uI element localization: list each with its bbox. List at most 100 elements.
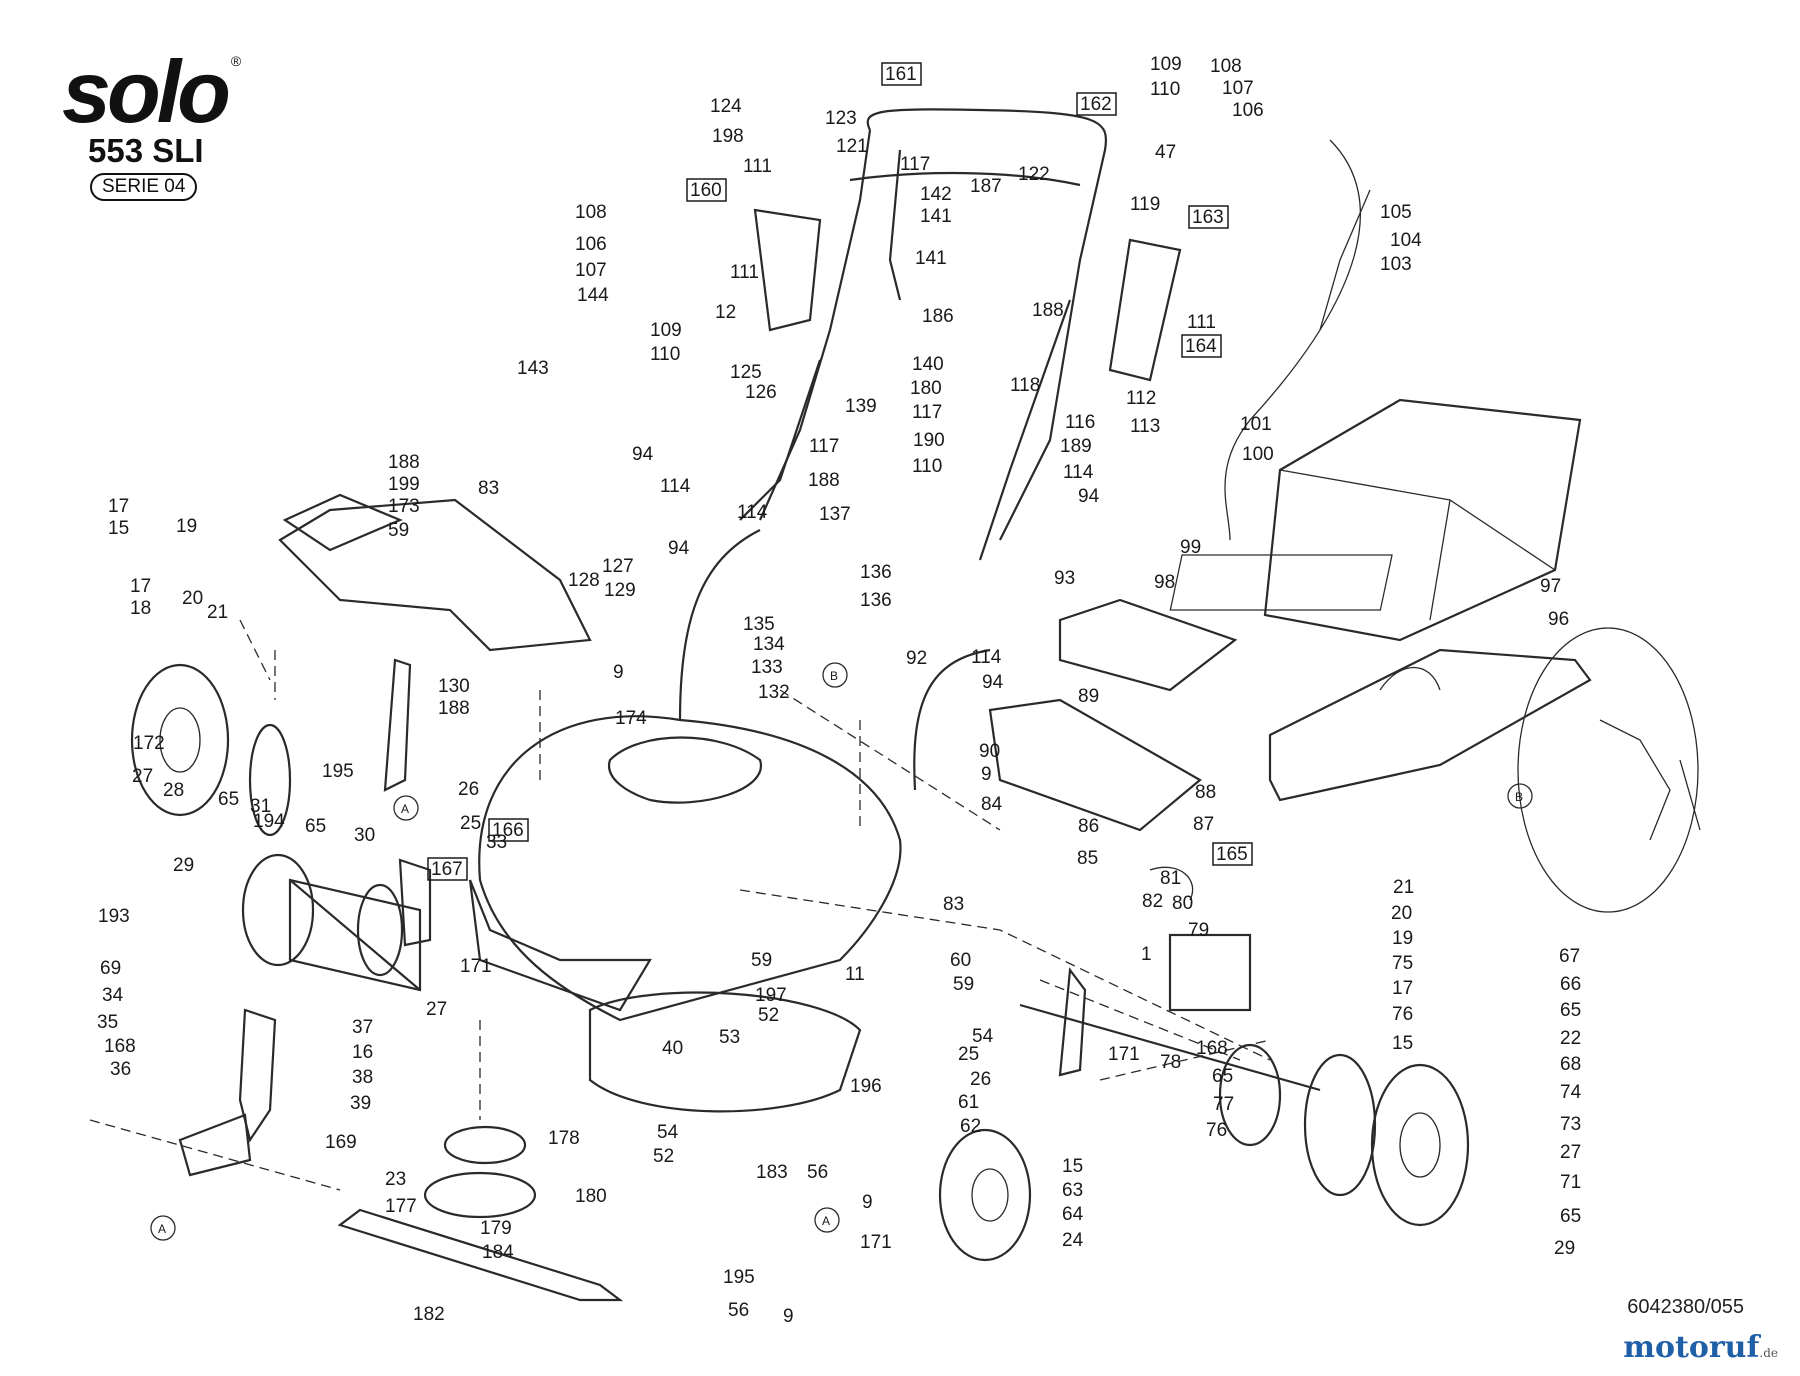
part-callout-label: 17 (130, 576, 151, 597)
height-lever-right (1058, 967, 1087, 1077)
assembly-line-2 (89, 1020, 481, 1191)
part-callout-label: 84 (981, 794, 1003, 815)
part-callout-label: 65 (218, 789, 239, 810)
detail-marker-circle (822, 662, 848, 688)
left-bracket (753, 208, 822, 332)
part-callout-label: 114 (660, 476, 691, 497)
part-callout-label: 180 (910, 378, 942, 399)
part-callout-label: 164 (1185, 336, 1217, 357)
part-callout-label: 38 (352, 1067, 373, 1088)
part-callout-label: 113 (1130, 416, 1160, 437)
part-callout-label: 106 (575, 234, 607, 255)
part-callout-label: 107 (1222, 78, 1254, 99)
callout-box (1212, 842, 1253, 866)
part-callout-label: 17 (1392, 978, 1413, 999)
part-callout-label: 56 (728, 1300, 749, 1321)
part-callout-label: 69 (100, 958, 121, 979)
part-callout-label: 83 (478, 478, 499, 499)
part-callout-label: 144 (577, 285, 609, 306)
part-callout-label: 73 (1560, 1114, 1581, 1135)
part-callout-label: 136 (860, 590, 892, 611)
part-callout-label: 129 (604, 580, 636, 601)
detail-marker-circle (814, 1207, 840, 1233)
part-callout-label: 97 (1540, 576, 1561, 597)
part-callout-label: 117 (900, 154, 930, 175)
part-callout-label: 122 (1018, 164, 1050, 185)
part-callout-label: 86 (1078, 816, 1099, 837)
part-callout-label: 30 (354, 825, 375, 846)
part-callout-label: 20 (182, 588, 203, 609)
part-callout-label: 125 (730, 362, 762, 383)
lever-rear (383, 658, 412, 792)
part-callout-label: 36 (110, 1059, 131, 1080)
deck-opening (607, 736, 763, 804)
part-callout-label: 109 (1150, 54, 1182, 75)
part-callout-label: 52 (653, 1146, 674, 1167)
part-callout-label: 21 (207, 602, 228, 623)
part-callout-label: 114 (971, 647, 1002, 668)
part-callout-label: 141 (920, 206, 952, 227)
part-callout-label: 66 (1560, 974, 1581, 995)
part-callout-label: 111 (730, 262, 759, 283)
part-callout-label: 195 (322, 761, 354, 782)
lower-handle-mid-r (913, 648, 991, 791)
axle-bracket (178, 1113, 252, 1177)
part-callout-label: 82 (1142, 891, 1163, 912)
lower-handle-right (978, 299, 1072, 561)
deck-front (468, 879, 652, 1012)
series-badge: SERIE 04 (90, 173, 198, 201)
part-callout-label: 188 (808, 470, 840, 491)
part-callout-label: 25 (958, 1044, 979, 1065)
part-callout-label: 18 (130, 598, 151, 619)
assembly-line-4 (739, 889, 1271, 1061)
part-callout-label: 35 (97, 1012, 118, 1033)
part-callout-label: 165 (1216, 844, 1248, 865)
part-callout-label: 189 (1060, 436, 1092, 457)
part-callout-label: 64 (1062, 1204, 1084, 1225)
part-callout-label: 33 (486, 832, 507, 853)
part-callout-label: 134 (753, 634, 785, 655)
part-callout-label: 12 (715, 302, 736, 323)
part-callout-label: 23 (385, 1169, 406, 1190)
part-callout-label: 15 (1392, 1033, 1413, 1054)
rear-axle (289, 879, 421, 991)
part-callout-label: 196 (850, 1076, 882, 1097)
left-rear-wheel (130, 663, 230, 817)
part-callout-label: 67 (1559, 946, 1580, 967)
detail-marker-circle (393, 795, 419, 821)
pulley (443, 1125, 527, 1165)
detail-marker-label: A (158, 1222, 166, 1236)
part-callout-label: 160 (690, 180, 722, 201)
lower-handle-left (739, 359, 822, 521)
part-callout-label: 15 (1062, 1156, 1083, 1177)
part-callout-label: 65 (305, 816, 326, 837)
drive-shaft (1019, 1003, 1321, 1092)
part-callout-label: 60 (950, 950, 971, 971)
right-drive-disc (1218, 1043, 1282, 1147)
part-callout-label: 179 (480, 1218, 512, 1239)
part-callout-label: 28 (163, 780, 184, 801)
part-callout-label: 106 (1232, 100, 1264, 121)
part-callout-label: 16 (352, 1042, 373, 1063)
part-callout-label: 21 (1393, 877, 1414, 898)
gearbox (1168, 933, 1252, 1012)
detail-marker-circle (1507, 783, 1533, 809)
part-callout-label: 124 (710, 96, 742, 117)
height-lever-left (238, 1008, 277, 1143)
part-callout-label: 182 (413, 1304, 445, 1325)
right-bracket (1108, 238, 1182, 382)
part-callout-label: 111 (1187, 312, 1216, 333)
part-callout-label: 105 (1380, 202, 1412, 223)
part-callout-label: 59 (388, 520, 409, 541)
part-callout-label: 112 (1126, 388, 1156, 409)
detail-b-part (1599, 719, 1701, 841)
part-callout-label: 78 (1160, 1052, 1181, 1073)
part-callout-label: 161 (885, 64, 917, 85)
handle-inner-bar (888, 149, 902, 301)
part-callout-label: 53 (719, 1027, 740, 1048)
axle-frame (288, 878, 422, 992)
callout-box (1076, 92, 1117, 116)
solo-logo: solo® (62, 42, 241, 141)
part-callout-label: 184 (482, 1242, 514, 1263)
